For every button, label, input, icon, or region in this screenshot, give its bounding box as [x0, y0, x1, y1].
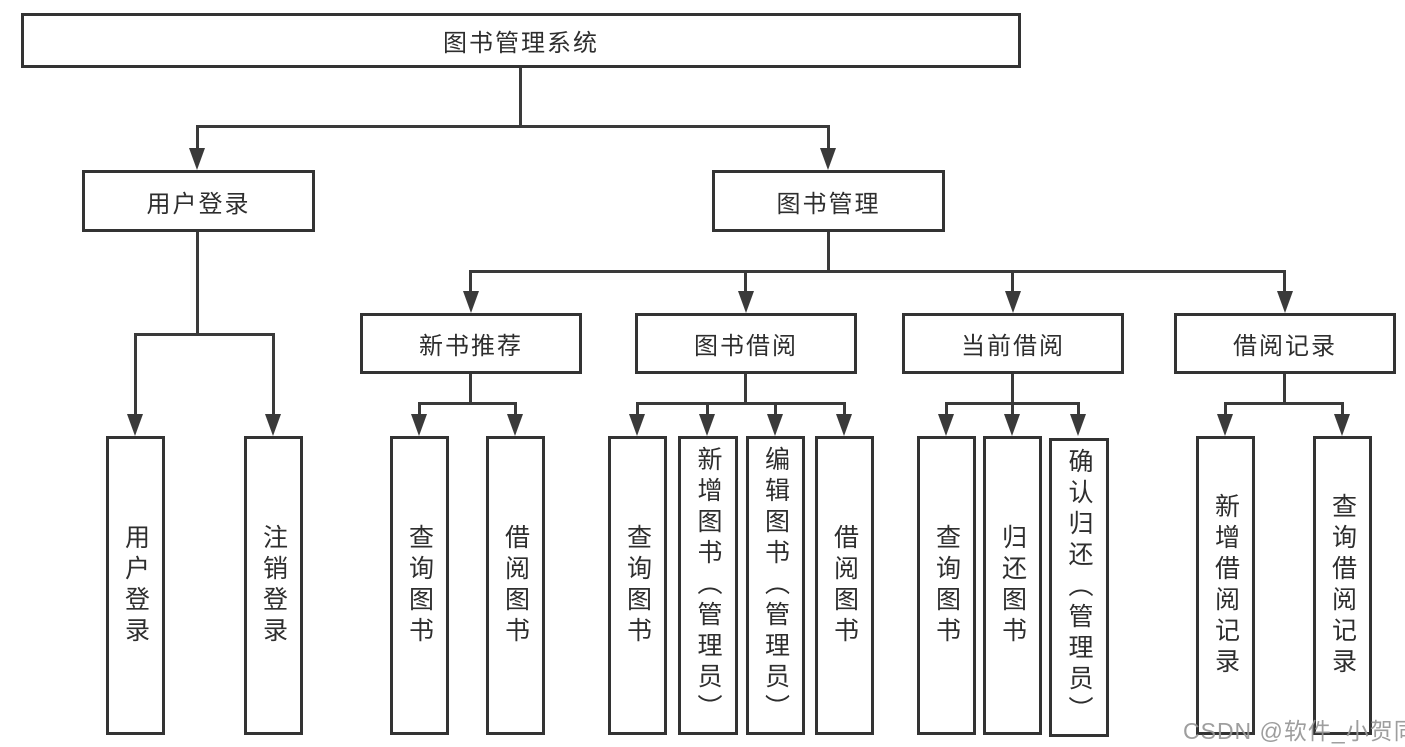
leaf-label: 编辑图书（管理员） [761, 446, 790, 725]
connector-new-book-stub [469, 374, 472, 405]
arrow-down-icon [1005, 291, 1021, 313]
connector-book-mgmt-split [469, 270, 1286, 273]
connector-current-borrow-stub [1011, 374, 1014, 405]
connector-drop [706, 402, 709, 416]
connector-book-mgmt-stub [827, 232, 830, 273]
leaf-label: 用户登录 [121, 523, 150, 648]
node-user-login: 用户登录 [82, 170, 315, 232]
connector-drop-new-book [469, 270, 472, 292]
leaf-query-book-recommend: 查询图书 [390, 436, 449, 735]
leaf-query-borrow-record: 查询借阅记录 [1313, 436, 1372, 735]
connector-drop [1341, 402, 1344, 416]
connector-drop-user-login [196, 125, 199, 152]
connector-drop [843, 402, 846, 416]
arrow-down-icon [1334, 414, 1350, 436]
arrow-down-icon [1004, 414, 1020, 436]
leaf-label: 注销登录 [259, 523, 288, 648]
arrow-down-icon [127, 414, 143, 436]
leaf-label: 新增图书（管理员） [694, 446, 722, 725]
connector-drop [514, 402, 517, 416]
connector-drop [774, 402, 777, 416]
arrow-down-icon [820, 148, 836, 170]
node-new-book-recommend: 新书推荐 [360, 313, 582, 374]
connector-new-book-split [418, 402, 517, 405]
connector-user-login-split [134, 333, 275, 336]
arrow-down-icon [629, 414, 645, 436]
arrow-down-icon [738, 291, 754, 313]
connector-drop-leaf-logout [272, 333, 275, 415]
connector-root-stub [519, 68, 522, 127]
leaf-label: 新增借阅记录 [1211, 492, 1240, 679]
leaf-logout: 注销登录 [244, 436, 303, 735]
leaf-label: 确认归还（管理员） [1065, 448, 1093, 727]
csdn-watermark: CSDN @软件_小贺同学 [1183, 718, 1405, 744]
connector-drop-leaf-login [134, 333, 137, 415]
node-current-borrow: 当前借阅 [902, 313, 1124, 374]
connector-borrow-records-split [1224, 402, 1344, 405]
connector-borrow-records-stub [1283, 374, 1286, 405]
connector-drop-current-borrow [1011, 270, 1014, 292]
leaf-label: 查询图书 [932, 523, 961, 648]
leaf-label: 查询借阅记录 [1328, 492, 1357, 679]
connector-drop [418, 402, 421, 416]
arrow-down-icon [1277, 291, 1293, 313]
node-borrow-records: 借阅记录 [1174, 313, 1396, 374]
leaf-borrow-book: 借阅图书 [815, 436, 874, 735]
leaf-query-book-current: 查询图书 [917, 436, 976, 735]
connector-drop [1224, 402, 1227, 416]
connector-book-borrow-split [636, 402, 846, 405]
connector-root-split [196, 125, 830, 128]
leaf-return-book: 归还图书 [983, 436, 1042, 735]
connector-drop [1011, 402, 1014, 416]
node-root-system: 图书管理系统 [21, 13, 1021, 68]
arrow-down-icon [699, 414, 715, 436]
arrow-down-icon [507, 414, 523, 436]
leaf-query-book-borrow: 查询图书 [608, 436, 667, 735]
arrow-down-icon [1070, 414, 1086, 436]
connector-drop-borrow-record [1283, 270, 1286, 292]
leaf-user-login: 用户登录 [106, 436, 165, 735]
leaf-borrow-book-recommend: 借阅图书 [486, 436, 545, 735]
arrow-down-icon [1217, 414, 1233, 436]
connector-book-borrow-stub [744, 374, 747, 405]
leaf-label: 归还图书 [998, 523, 1027, 648]
arrow-down-icon [938, 414, 954, 436]
node-book-management: 图书管理 [712, 170, 945, 232]
leaf-label: 借阅图书 [830, 523, 859, 648]
leaf-confirm-return-admin: 确认归还（管理员） [1049, 438, 1109, 737]
arrow-down-icon [411, 414, 427, 436]
connector-drop [1077, 402, 1080, 416]
arrow-down-icon [265, 414, 281, 436]
arrow-down-icon [767, 414, 783, 436]
leaf-add-borrow-record: 新增借阅记录 [1196, 436, 1255, 735]
connector-drop-book-borrow [744, 270, 747, 292]
connector-drop [945, 402, 948, 416]
connector-drop-book-mgmt [827, 125, 830, 152]
connector-drop [636, 402, 639, 416]
leaf-label: 查询图书 [623, 523, 652, 648]
leaf-label: 查询图书 [405, 523, 434, 648]
arrow-down-icon [463, 291, 479, 313]
leaf-label: 借阅图书 [501, 523, 530, 648]
leaf-add-book-admin: 新增图书（管理员） [678, 436, 738, 735]
arrow-down-icon [836, 414, 852, 436]
connector-user-login-stub [196, 232, 199, 336]
node-book-borrow: 图书借阅 [635, 313, 857, 374]
leaf-edit-book-admin: 编辑图书（管理员） [746, 436, 805, 735]
arrow-down-icon [189, 148, 205, 170]
